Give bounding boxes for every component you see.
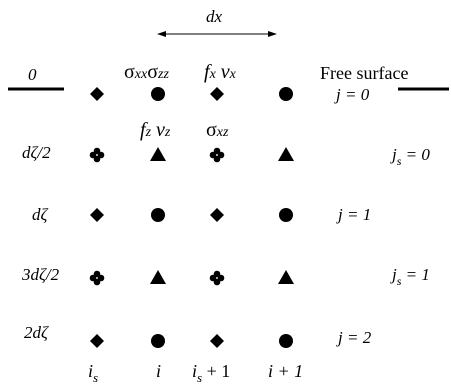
sigma-xz-subscript: xz [216,125,229,140]
j-label-1: j = 1 [338,205,372,224]
fz-vz-label: fz vz [140,120,170,140]
j-label-2: j = 2 [338,328,372,347]
grid-triangle-r3-c1 [150,270,166,284]
grid-circle-r4-c1 [151,334,165,348]
vx-subscript: x [229,67,236,82]
col-is1-rest: + 1 [202,361,231,381]
fz-subscript: z [145,125,152,140]
j-label-0: j = 0 [336,85,370,104]
sigma-xz-symbol: σ [206,119,217,141]
sigma-xx-subscript: xx [134,67,148,82]
js0-j: j [392,145,397,164]
grid-club-r1-c0 [89,147,105,163]
js1-sub: s [396,274,402,288]
grid-triangle-r3-c3 [278,270,294,284]
grid-diamond-r0-c2 [210,87,224,101]
free-surface-label: Free surface [320,63,409,83]
column-label-is-plus-1: is + 1 [192,361,231,384]
depth-label-one: dζ [32,205,48,224]
vz-subscript: z [164,125,171,140]
grid-diamond-r0-c0 [90,87,104,101]
js1-value: = 1 [401,265,430,284]
grid-club-r3-c0 [89,270,105,286]
grid-triangle-r1-c3 [278,147,294,161]
sigma-xx-symbol: σ [124,61,135,83]
depth-label-two: 2dζ [24,323,48,342]
column-label-i: i [156,361,162,381]
fx-vx-label: fx vx [204,62,236,82]
grid-circle-r0-c3 [279,87,293,101]
js1-j: j [392,265,397,284]
dx-arrow [157,31,277,37]
grid-diamond-r2-c0 [90,208,104,222]
column-label-i-plus-1: i + 1 [268,361,304,381]
column-label-is: is [88,361,98,384]
col-is1-i: i [192,361,198,381]
fz-symbol: f [140,119,146,141]
grid-triangle-r1-c1 [150,147,166,161]
js-label-1: js = 1 [392,265,430,287]
grid-circle-r2-c1 [151,208,165,222]
grid-circle-r0-c1 [151,87,165,101]
vx-symbol: v [220,61,230,83]
sigma-xz-label: σxz [206,120,228,140]
sigma-zz-symbol: σ [147,61,158,83]
js-label-0: js = 0 [392,145,430,167]
depth-label-half: dζ/2 [22,143,51,162]
dx-label: dx [206,7,223,26]
col-is-i: i [88,361,94,381]
fx-symbol: f [204,61,210,83]
grid-circle-r2-c3 [279,208,293,222]
vz-symbol: v [156,119,165,141]
grid-diamond-r2-c2 [210,208,224,222]
depth-label-three-half: 3dζ/2 [22,265,60,284]
js0-value: = 0 [401,145,430,164]
sigma-xx-label: σxxσzz [124,62,169,82]
grid-club-r1-c2 [209,147,225,163]
fx-subscript: x [209,67,216,82]
depth-label-0-surface: 0 [28,65,37,84]
grid-circle-r4-c3 [279,334,293,348]
js0-sub: s [396,154,402,168]
sigma-zz-subscript: zz [158,67,169,82]
grid-club-r3-c2 [209,270,225,286]
grid-diamond-r4-c0 [90,334,104,348]
grid-diamond-r4-c2 [210,334,224,348]
col-is-sub: s [93,370,99,385]
col-is1-sub: s [197,370,203,385]
